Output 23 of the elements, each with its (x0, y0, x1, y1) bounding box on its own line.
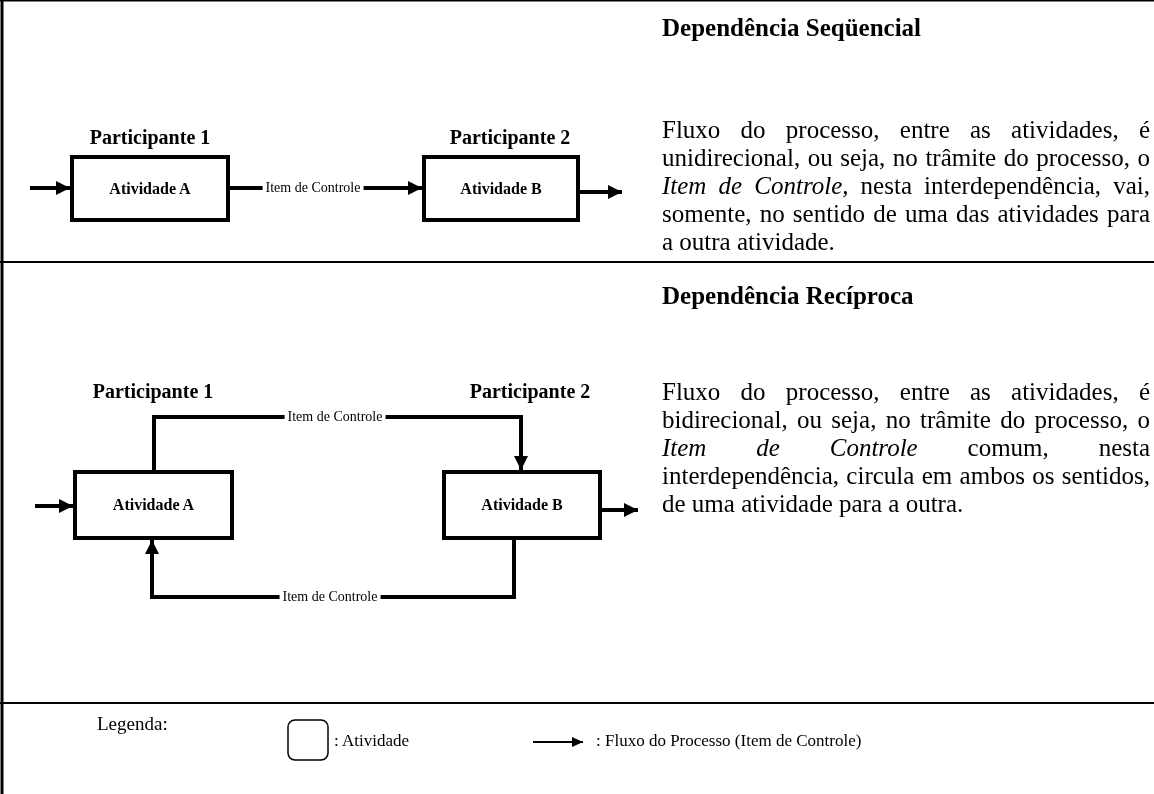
activity-name: Atividade A (109, 179, 191, 198)
activity-box (442, 470, 602, 540)
legend-text: : Fluxo do Processo (Item de Controle) (596, 731, 862, 751)
flow-arrow (580, 185, 622, 199)
activity-box (422, 155, 580, 222)
flow-arrow (30, 181, 70, 195)
description-text: Fluxo do processo, entre as atividades, é unidirecional, ou seja, no trâmite do processo, o Item de Controle, nesta interdependência, vai, somente, no sentido de uma das atividades para a outra atividade. (662, 116, 1150, 256)
activity-box (73, 470, 234, 540)
flow-arrow (602, 503, 638, 517)
flow-arrow (35, 499, 73, 513)
participant-heading: Participante 1 (92, 380, 214, 403)
activity-box (70, 155, 230, 222)
legend-text: : Atividade (334, 731, 410, 751)
legend-title: Legenda: (97, 713, 168, 735)
section-heading: Dependência Seqüencial (662, 14, 922, 42)
participant-heading: Participante 2 (449, 126, 571, 149)
activity-name: Atividade B (481, 496, 563, 514)
section-heading: Dependência Recíproca (662, 282, 914, 310)
activity-name: Atividade A (112, 496, 195, 514)
participant-heading: Participante 2 (469, 380, 591, 403)
description-text: Fluxo do processo, entre as atividades, é bidirecional, ou seja, no trâmite do processo, o Item de Controle comum, nesta interdependência, circula em ambos os sentidos, de uma atividade para a outra. (662, 378, 1150, 518)
activity-name: Atividade B (460, 179, 542, 198)
participant-heading: Participante 1 (89, 126, 211, 149)
